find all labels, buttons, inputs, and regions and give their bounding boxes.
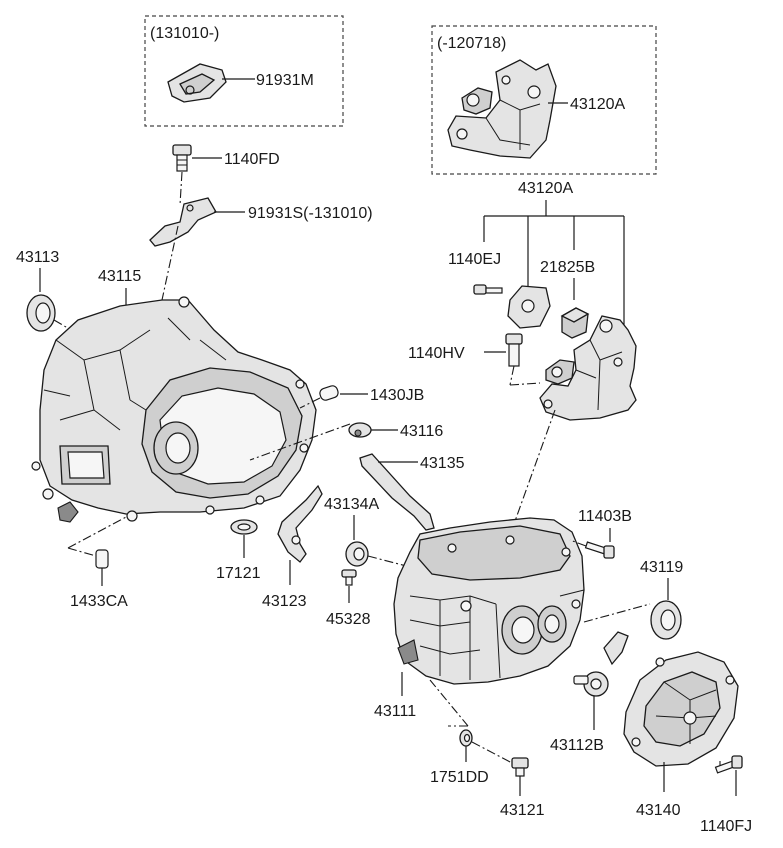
clutch-housing-43115 [31,296,317,523]
magnet-43116 [348,422,372,438]
oil-seal-43113 [26,294,56,332]
label-21825b: 21825B [540,259,595,276]
dowel-pin-1430jb [319,385,339,401]
bracket-91931s [149,197,217,247]
shift-shaft-43112b [573,631,629,697]
label-1140ej: 1140EJ [448,251,501,268]
bolt-1140ej [473,284,503,295]
variant-caption-120718: (-120718) [437,35,506,52]
label-17121: 17121 [216,565,261,582]
label-43121: 43121 [500,802,545,819]
rubber-block-21825b [560,307,590,339]
drain-plug-43121 [511,757,529,777]
oil-seal-43134a [345,541,369,567]
variant-box-120718 [431,25,657,175]
case-cover-43140 [623,651,739,767]
variant-caption-131010: (131010-) [150,25,219,42]
seal-17121 [230,519,258,535]
bolt-1140hv [505,333,523,367]
label-43111: 43111 [374,703,416,720]
label-1140fj: 1140FJ [700,818,752,835]
label-91931s: 91931S(-131010) [248,205,373,222]
label-1433ca: 1433CA [70,593,128,610]
transaxle-case-43111 [393,517,585,685]
label-43123: 43123 [262,593,307,610]
label-43115: 43115 [98,268,141,285]
label-11403b: 11403B [578,508,632,525]
label-1140fd: 1140FD [224,151,280,168]
oil-guide-43135 [359,453,435,531]
variant-box-131010 [144,15,344,127]
bolt-1140fd [172,144,192,172]
mount-43120a [539,315,637,421]
bolt-45328 [341,569,357,586]
bolt-11403b [584,541,615,559]
bracket-plate-1140ej [507,285,551,329]
label-43134a: 43134A [324,496,379,513]
label-43140: 43140 [636,802,681,819]
label-43120a: 43120A [518,180,573,197]
label-43119: 43119 [640,559,683,576]
dowel-pin-1433ca [95,549,109,569]
oil-seal-43119 [650,600,682,640]
label-43112b: 43112B [550,737,604,754]
label-43135: 43135 [420,455,465,472]
bolt-1140fj [714,755,743,774]
label-43120a-box: 43120A [570,96,625,113]
label-1140hv: 1140HV [408,345,465,362]
label-45328: 45328 [326,611,371,628]
bracket-91931m [167,63,227,103]
label-91931m: 91931M [256,72,314,89]
label-43113: 43113 [16,249,59,266]
label-1751dd: 1751DD [430,769,489,786]
lever-43123 [277,484,323,563]
label-43116: 43116 [400,423,443,440]
mount-43120a-old [447,59,557,159]
washer-1751dd [459,729,473,747]
leader-43120a [483,200,625,328]
label-1430jb: 1430JB [370,387,424,404]
